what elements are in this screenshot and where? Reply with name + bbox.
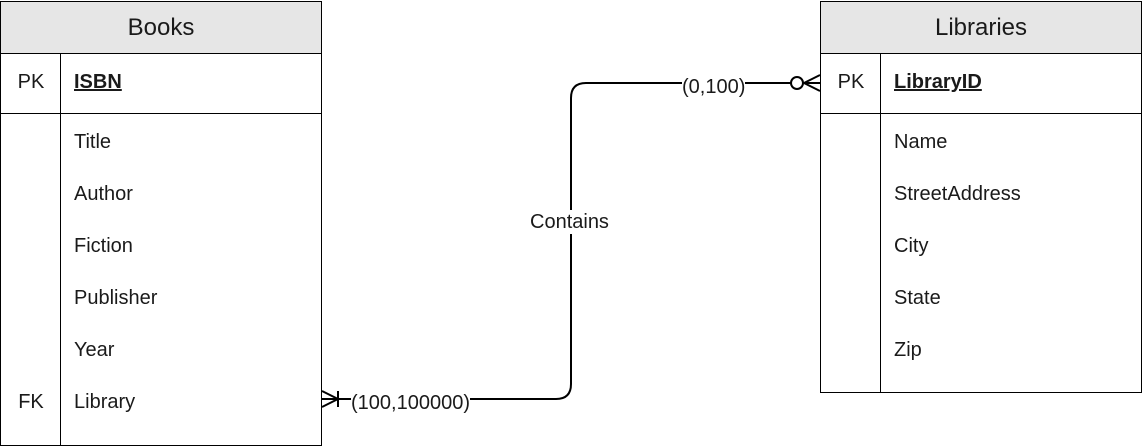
libraries-field-street-address: StreetAddress bbox=[894, 183, 1021, 205]
books-field-author: Author bbox=[74, 183, 133, 205]
books-pk-key-column bbox=[1, 54, 61, 113]
libraries-key-column bbox=[821, 114, 881, 392]
libraries-fields: Name StreetAddress City State Zip bbox=[821, 114, 1141, 392]
books-field-publisher: Publisher bbox=[74, 287, 158, 309]
libraries-pk-field: LibraryID bbox=[894, 71, 982, 93]
books-field-title: Title bbox=[74, 131, 112, 153]
crows-foot-zero-or-many-icon bbox=[790, 74, 821, 92]
crows-foot-one-or-many-icon bbox=[321, 390, 339, 408]
books-fields: Title Author Fiction Publisher Year FK L… bbox=[1, 114, 321, 445]
libraries-title: Libraries bbox=[821, 2, 1141, 54]
libraries-field-name: Name bbox=[894, 131, 948, 153]
libraries-pk-key-column bbox=[821, 54, 881, 113]
libraries-field-city: City bbox=[894, 235, 929, 257]
books-field-year: Year bbox=[74, 339, 115, 361]
books-field-library: Library bbox=[74, 391, 136, 413]
relationship-label: Contains bbox=[530, 210, 609, 234]
libraries-field-state: State bbox=[894, 287, 941, 309]
libraries-cardinality-label: (0,100) bbox=[682, 75, 746, 99]
books-pk-key-label: PK bbox=[17, 71, 45, 93]
books-field-fiction: Fiction bbox=[74, 235, 133, 257]
libraries-pk-row: PK LibraryID bbox=[821, 54, 1141, 114]
relationship-line[interactable] bbox=[322, 82, 820, 400]
books-fk-key-label: FK bbox=[18, 391, 44, 413]
libraries-field-zip: Zip bbox=[894, 339, 922, 361]
books-pk-field: ISBN bbox=[74, 71, 122, 93]
books-title: Books bbox=[1, 2, 321, 54]
books-cardinality-label: (100,100000) bbox=[351, 391, 470, 415]
libraries-pk-key-label: PK bbox=[837, 71, 865, 93]
books-key-column bbox=[1, 114, 61, 445]
books-pk-row: PK ISBN bbox=[1, 54, 321, 114]
libraries-entity[interactable]: Libraries PK LibraryID Name StreetAddres… bbox=[820, 1, 1142, 393]
books-entity[interactable]: Books PK ISBN Title Author Fiction Publi… bbox=[0, 1, 322, 446]
